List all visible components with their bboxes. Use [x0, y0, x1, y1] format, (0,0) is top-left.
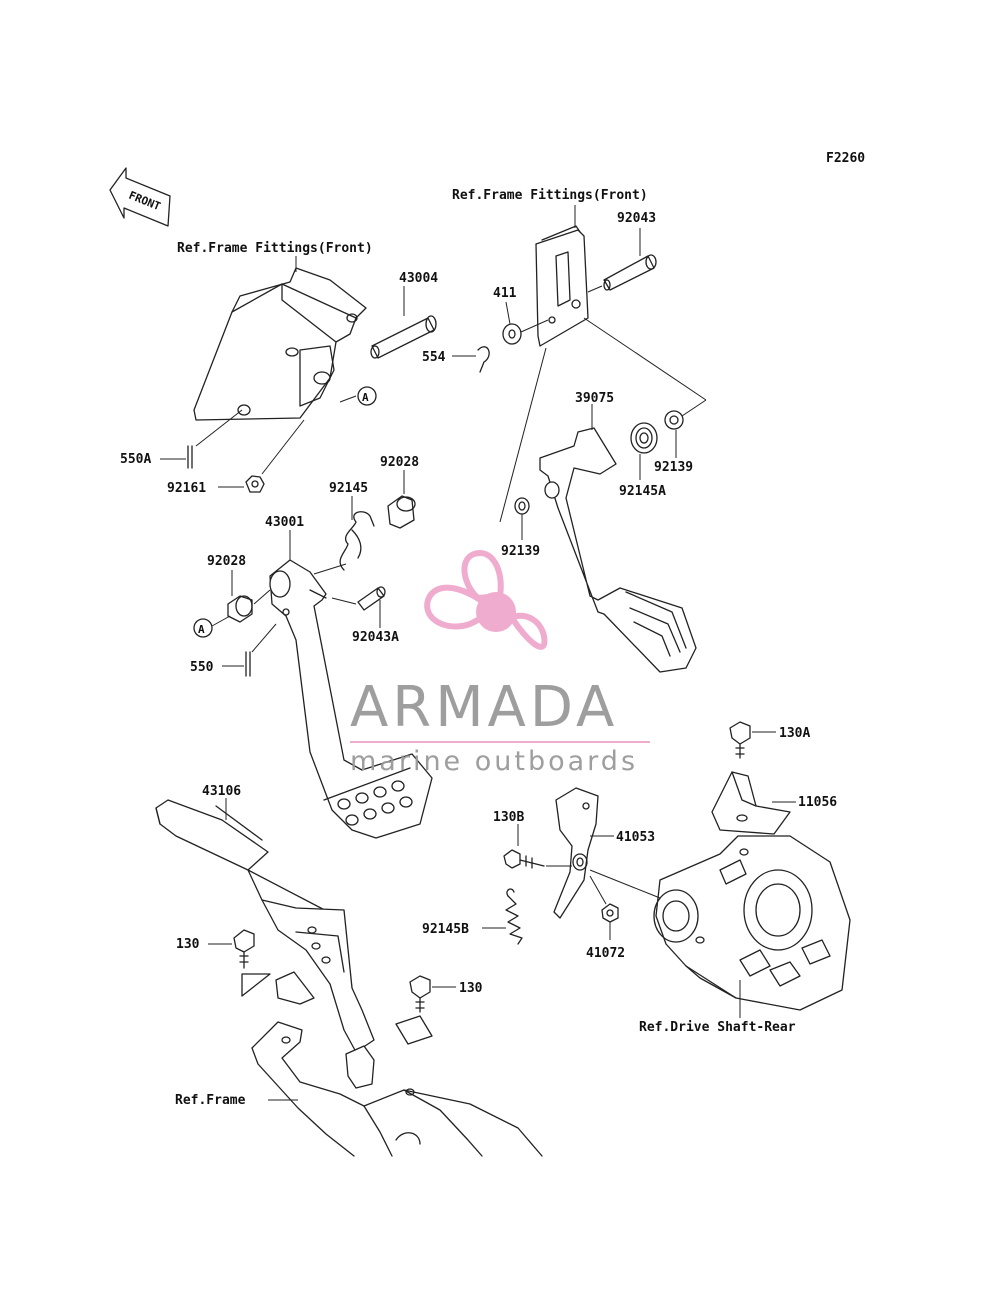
bracket-11056: [711, 771, 791, 835]
label-130B: 130B: [493, 810, 524, 825]
frame-fitting-bracket-right: [535, 225, 589, 347]
label-43004: 43004: [399, 271, 438, 286]
pin-92043A: [357, 586, 386, 611]
label-92139-left: 92139: [501, 544, 540, 559]
label-41053: 41053: [616, 830, 655, 845]
label-92145B: 92145B: [422, 922, 469, 937]
throttle-pedal-39075: [539, 427, 697, 673]
spring-92145A: [630, 422, 658, 454]
spring-92145: [339, 511, 375, 571]
bolt-130-right: [409, 975, 431, 1013]
label-ref-frame-fittings-right: Ref.Frame Fittings(Front): [452, 188, 648, 203]
label-41072: 41072: [586, 946, 625, 961]
nut-92161: [245, 475, 265, 493]
propeller-logo-icon: [424, 550, 548, 650]
watermark-tagline: marine outboards: [350, 746, 638, 777]
pin-92043: [603, 254, 657, 291]
watermark-brand: ARMADA: [350, 675, 618, 740]
pin-43004: [370, 315, 437, 359]
bolt-130A: [729, 721, 751, 759]
callout-a-lower: A: [193, 615, 231, 638]
front-arrow-icon: FRONT: [109, 167, 171, 227]
svg-text:A: A: [362, 391, 369, 404]
spring-92145B: [505, 888, 523, 945]
label-39075: 39075: [575, 391, 614, 406]
washer-411: [502, 323, 522, 345]
label-ref-frame: Ref.Frame: [175, 1093, 246, 1108]
label-11056: 11056: [798, 795, 837, 810]
bolt-130B: [503, 849, 545, 869]
svg-text:A: A: [198, 623, 205, 636]
label-43001: 43001: [265, 515, 304, 530]
watermark: ARMADA marine outboards: [350, 550, 650, 777]
label-550A: 550A: [120, 452, 151, 467]
label-411: 411: [493, 286, 517, 301]
label-92145A: 92145A: [619, 484, 666, 499]
label-130A: 130A: [779, 726, 810, 741]
label-92161: 92161: [167, 481, 206, 496]
label-92043A: 92043A: [352, 630, 399, 645]
bushing-92139-right: [664, 410, 684, 430]
label-43106: 43106: [202, 784, 241, 799]
figure-code: F2260: [826, 151, 865, 166]
cotter-pin-550A: [187, 445, 193, 469]
ref-frame-chassis: [251, 1021, 543, 1157]
label-92139-right: 92139: [654, 460, 693, 475]
nut-41072: [601, 903, 619, 923]
label-130-left: 130: [176, 937, 200, 952]
callout-a-upper: A: [339, 386, 377, 406]
front-arrow-label: FRONT: [127, 189, 163, 214]
parking-brake-lever-43106: [155, 799, 375, 1089]
label-92043: 92043: [617, 211, 656, 226]
label-ref-drive-shaft: Ref.Drive Shaft-Rear: [639, 1020, 796, 1035]
bushing-92139-left: [514, 497, 530, 515]
label-130-right: 130: [459, 981, 483, 996]
bolt-130-left: [233, 929, 255, 969]
label-550: 550: [190, 660, 214, 675]
label-92028-left: 92028: [207, 554, 246, 569]
bushing-92028-top: [387, 495, 416, 529]
label-554: 554: [422, 350, 446, 365]
label-ref-frame-fittings-left: Ref.Frame Fittings(Front): [177, 241, 373, 256]
cotter-pin-550: [245, 651, 251, 677]
label-92028-top: 92028: [380, 455, 419, 470]
clip-554: [477, 346, 490, 373]
lever-41053: [553, 787, 599, 919]
frame-plates: [241, 971, 433, 1045]
label-92145: 92145: [329, 481, 368, 496]
drive-shaft-housing: [653, 835, 851, 1011]
bushing-92028-left: [227, 595, 253, 623]
brake-pedal-43001: [269, 559, 433, 839]
frame-fitting-bracket-left: [193, 267, 367, 421]
